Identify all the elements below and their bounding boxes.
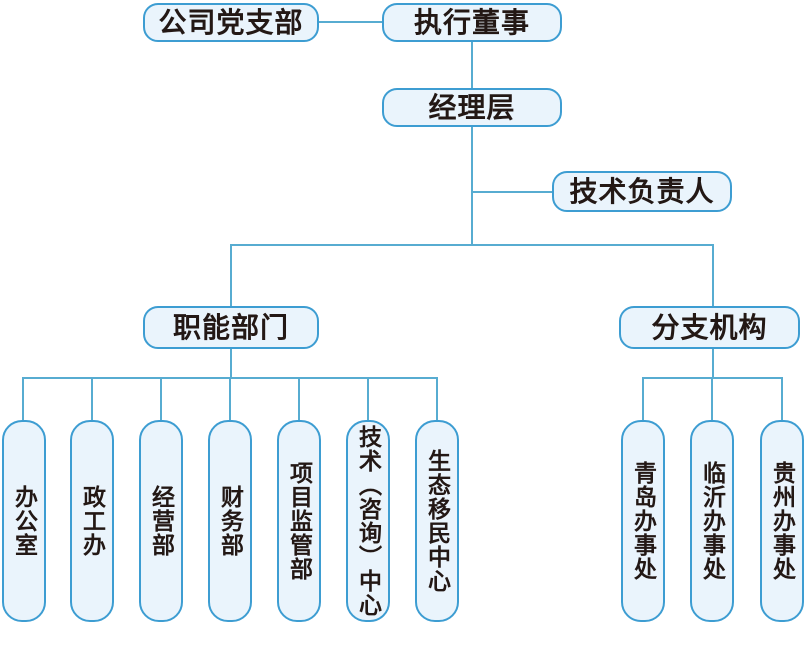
edge-stub-guizhou [781, 377, 783, 421]
edge-management-down [471, 126, 473, 246]
node-technical-consulting-center: 技术（咨询）中心 [346, 420, 390, 622]
edge-stub-project-supervision [298, 377, 300, 421]
node-branch-offices: 分支机构 [619, 306, 800, 349]
node-technical-lead: 技术负责人 [552, 171, 732, 212]
edge-branch-down [712, 348, 714, 378]
node-project-supervision-department: 项目监管部 [277, 420, 321, 622]
edge-stub-office [22, 377, 24, 421]
edge-stub-qingdao [642, 377, 644, 421]
node-ecological-migration-center: 生态移民中心 [415, 420, 459, 622]
node-business-department: 经营部 [139, 420, 183, 622]
edge-split-right-down [712, 244, 714, 308]
node-qingdao-office: 青岛办事处 [621, 420, 665, 622]
node-linyi-office: 临沂办事处 [690, 420, 734, 622]
node-management-level: 经理层 [382, 88, 562, 127]
edge-stub-finance [229, 377, 231, 421]
node-executive-director: 执行董事 [382, 3, 562, 42]
edge-executive-to-management [471, 41, 473, 89]
edge-stub-political-work [91, 377, 93, 421]
edge-stub-eco-migration [436, 377, 438, 421]
node-guizhou-office: 贵州办事处 [760, 420, 804, 622]
edge-functional-down [230, 348, 232, 378]
edge-stub-technical-center [367, 377, 369, 421]
node-finance-department: 财务部 [208, 420, 252, 622]
edge-split-horizontal [230, 244, 714, 246]
edge-split-left-down [230, 244, 232, 308]
node-company-party-branch: 公司党支部 [143, 3, 319, 42]
edge-party-to-executive [318, 21, 382, 23]
edge-stub-business [160, 377, 162, 421]
node-functional-departments: 职能部门 [143, 306, 319, 349]
node-office: 办公室 [2, 420, 46, 622]
edge-to-technical-lead [472, 191, 552, 193]
edge-stub-linyi [711, 377, 713, 421]
node-political-work-office: 政工办 [70, 420, 114, 622]
